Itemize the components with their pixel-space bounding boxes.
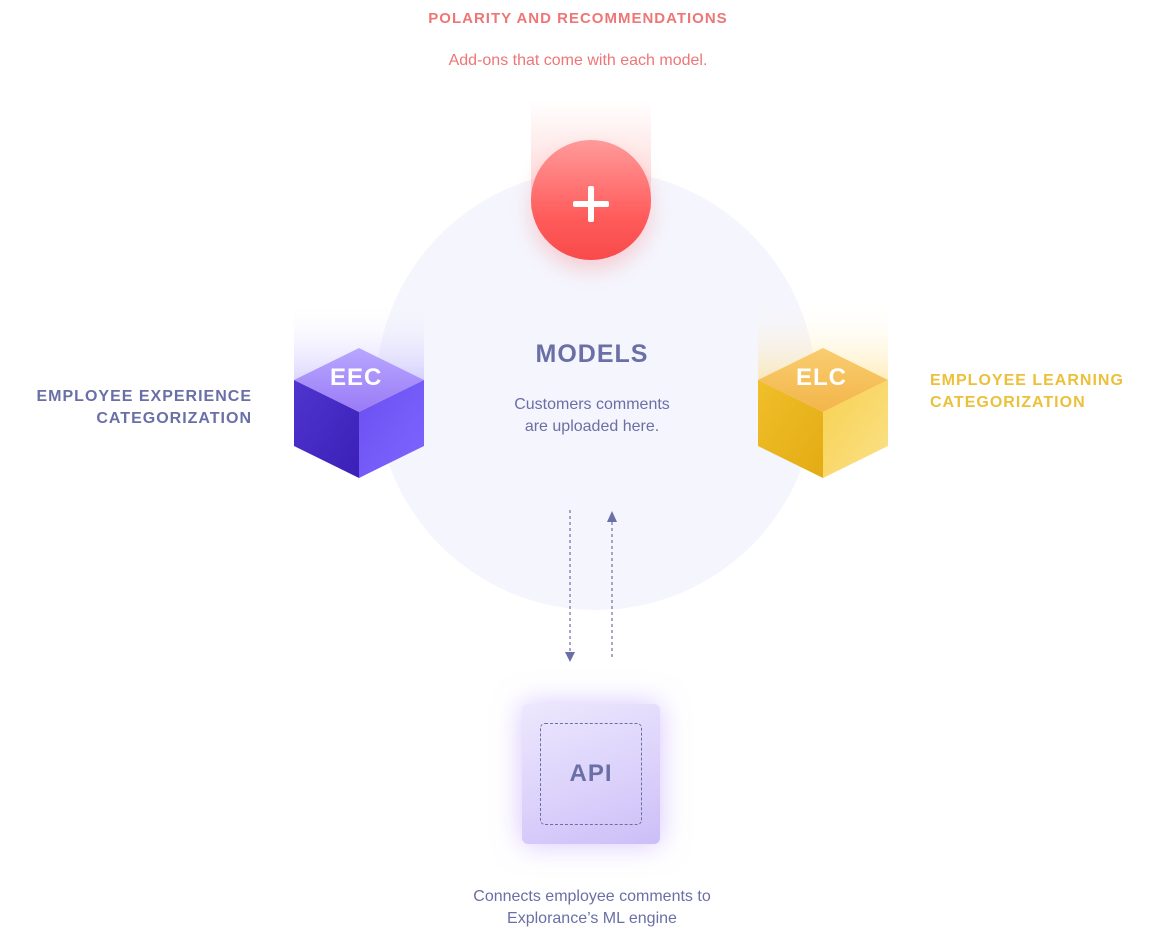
models-description: Customers comments are uploaded here. — [476, 394, 708, 438]
eec-cube-graphic — [294, 300, 424, 478]
api-badge: API — [569, 760, 613, 787]
models-description-line1: Customers comments — [514, 396, 670, 413]
api-description-line2: Explorance’s ML engine — [507, 910, 677, 927]
plus-icon-vertical — [588, 186, 594, 222]
eec-badge: EEC — [330, 364, 383, 391]
elc-label-line1: EMPLOYEE LEARNING — [930, 372, 1124, 389]
eec-label-line2: CATEGORIZATION — [96, 410, 252, 427]
elc-label-line2: CATEGORIZATION — [930, 394, 1086, 411]
eec-label-line1: EMPLOYEE EXPERIENCE — [36, 388, 252, 405]
bidirectional-arrow-icon — [565, 510, 617, 662]
eec-cube: EEC — [294, 300, 424, 480]
api-chip-inner — [540, 723, 642, 825]
arrow-up-head — [607, 511, 617, 522]
elc-cube-graphic — [758, 300, 888, 478]
models-description-line2: are uploaded here. — [524, 418, 660, 435]
arrow-down-head — [565, 652, 575, 662]
api-description-line1: Connects employee comments to — [473, 888, 711, 905]
eec-label: EMPLOYEE EXPERIENCE CATEGORIZATION — [0, 386, 252, 430]
models-title: MODELS — [535, 340, 649, 368]
api-description: Connects employee comments to Explorance… — [390, 886, 794, 930]
elc-label: EMPLOYEE LEARNING CATEGORIZATION — [930, 370, 1156, 414]
elc-badge: ELC — [796, 364, 847, 391]
polarity-subtitle: Add-ons that come with each model. — [448, 52, 708, 69]
elc-cube: ELC — [758, 300, 888, 480]
polarity-title: POLARITY AND RECOMMENDATIONS — [428, 10, 728, 27]
